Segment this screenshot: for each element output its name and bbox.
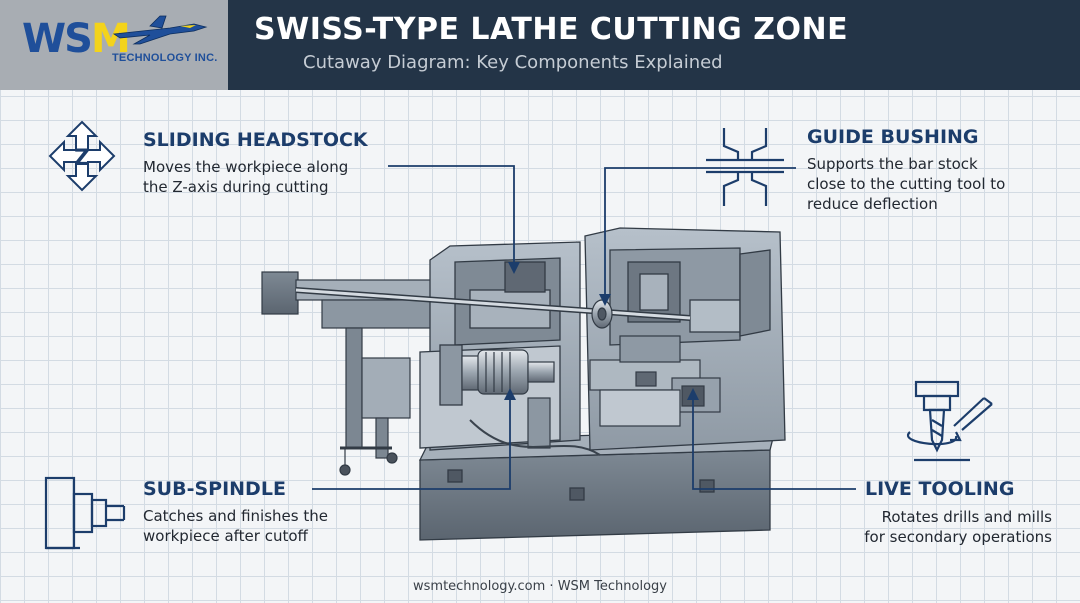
guide-bushing-part [591,299,613,329]
logo-s: S [64,16,93,62]
sliding-headstock-title: SLIDING HEADSTOCK [143,129,368,151]
page-title: SWISS-TYPE LATHE CUTTING ZONE [254,12,849,47]
guide-bushing-description: Supports the bar stock close to the cutt… [807,154,1052,214]
bar-feeder [261,271,439,476]
page-subtitle: Cutaway Diagram: Key Components Explaine… [303,52,723,73]
live-tooling-description: Rotates drills and mills for secondary o… [810,507,1052,547]
sub-spindle-desc-line1: Catches and finishes the [143,507,328,525]
sub-spindle-title: SUB-SPINDLE [143,478,286,500]
guide-bushing-desc-line2: close to the cutting tool to [807,175,1006,193]
leader-lines [312,165,856,490]
guide-bushing-title: GUIDE BUSHING [807,126,979,148]
z-axis-icon-label: Z [74,146,90,171]
sliding-headstock-description: Moves the workpiece along the Z-axis dur… [143,157,388,197]
guide-bushing-desc-line1: Supports the bar stock [807,155,978,173]
left-housing [419,241,581,451]
sub-spindle-icon [44,476,126,550]
footer-credit: wsmtechnology.com · WSM Technology [413,579,667,594]
logo-w: W [22,16,66,62]
guide-bushing-icon [706,128,784,206]
guide-bushing-desc-line3: reduce deflection [807,195,938,213]
logo-text: WSM [22,16,131,62]
header-bar: WSM TECHNOLOGY INC. SWISS-TYPE LATHE CUT… [0,0,1080,90]
sliding-headstock-desc-line1: Moves the workpiece along [143,158,349,176]
right-housing [584,227,786,451]
logo-m: M [90,16,131,62]
jet-icon [112,15,208,45]
sub-spindle-description: Catches and finishes the workpiece after… [143,506,388,546]
live-tooling-desc-line1: Rotates drills and mills [881,508,1052,526]
logo-subtext: TECHNOLOGY INC. [112,52,218,64]
sub-spindle-desc-line2: workpiece after cutoff [143,527,308,545]
live-tooling-desc-line2: for secondary operations [864,528,1052,546]
bar-stock [295,287,691,321]
live-tooling-title: LIVE TOOLING [865,478,1015,500]
logo: WSM TECHNOLOGY INC. [0,0,228,90]
leader-arrowheads [504,262,699,400]
sub-spindle-unit [461,349,601,456]
z-axis-icon [48,120,116,192]
live-tooling-icon [906,380,993,462]
sliding-headstock-desc-line2: the Z-axis during cutting [143,178,329,196]
